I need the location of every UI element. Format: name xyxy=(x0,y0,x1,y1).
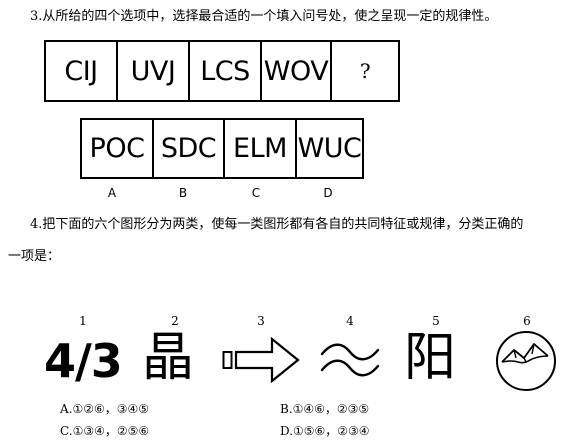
sequence-item-3: LCS xyxy=(190,42,262,100)
choice-b: B.①④⑥，②③⑤ xyxy=(280,402,370,416)
figure-number-6: 6 xyxy=(523,314,531,328)
sequence-row: CIJ UVJ LCS WOV ? xyxy=(44,40,400,102)
figure-2-char: 晶 xyxy=(142,328,195,388)
choice-a: A.①②⑥，③④⑤ xyxy=(60,402,150,416)
figure-1-fraction: 4/3 xyxy=(44,334,123,388)
choice-d: D.①⑤⑥，②③④ xyxy=(280,424,370,438)
option-b-label: B xyxy=(178,186,188,200)
figure-number-2: 2 xyxy=(171,314,179,328)
sequence-item-4: WOV xyxy=(262,42,332,100)
figure-5-char: 阳 xyxy=(404,328,457,388)
sequence-item-2: UVJ xyxy=(118,42,190,100)
figure-number-3: 3 xyxy=(257,314,265,328)
figure-number-5: 5 xyxy=(432,314,440,328)
sequence-item-1: CIJ xyxy=(46,42,118,100)
options-row: POC SDC ELM WUC xyxy=(80,118,364,179)
question-4-text-line1: 4.把下面的六个图形分为两类，使每一类图形都有各自的共同特征或规律，分类正确的 xyxy=(30,217,524,232)
choice-c: C.①③④，②⑤⑥ xyxy=(60,424,150,438)
option-d-box: WUC xyxy=(297,133,362,164)
option-b-box: SDC xyxy=(154,120,225,177)
circle-mountains-icon xyxy=(496,331,556,391)
figure-number-4: 4 xyxy=(346,314,354,328)
option-a-label: A xyxy=(107,186,117,200)
approx-wave-icon xyxy=(320,343,380,377)
question-4-text-line2: 一项是： xyxy=(8,249,61,264)
figure-number-1: 1 xyxy=(79,314,87,328)
arrow-outline-icon xyxy=(222,336,300,384)
option-d-label: D xyxy=(323,186,333,200)
option-a-box: POC xyxy=(82,120,154,177)
option-c-box: ELM xyxy=(225,120,297,177)
question-3-text: 3.从所给的四个选项中，选择最合适的一个填入问号处，使之呈现一定的规律性。 xyxy=(30,9,498,24)
option-c-label: C xyxy=(251,186,261,200)
sequence-question-mark: ? xyxy=(359,59,371,83)
